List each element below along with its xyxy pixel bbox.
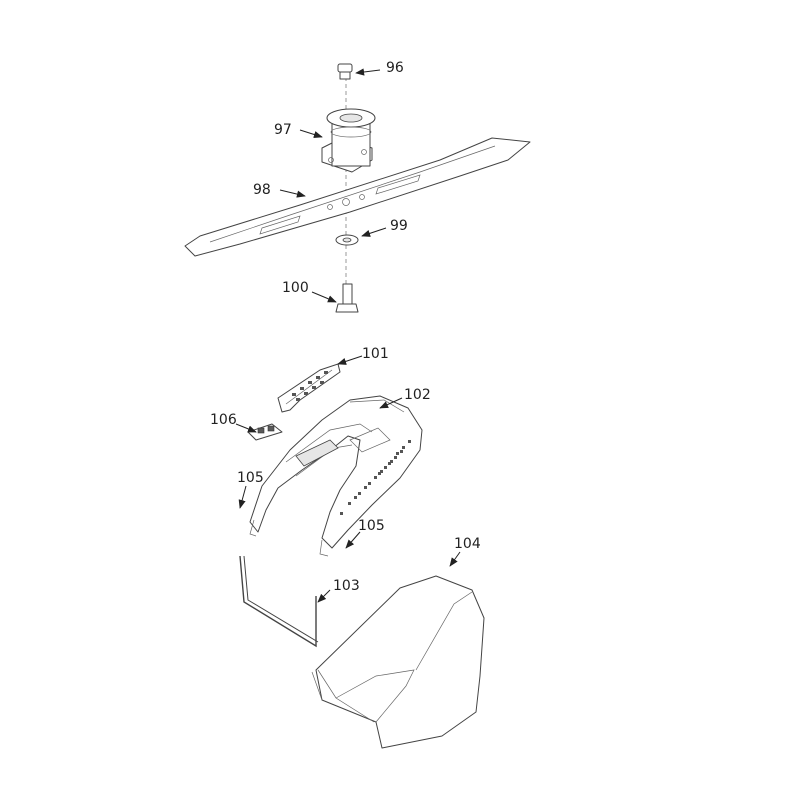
part-104-grass-bag: [311, 575, 485, 749]
leader-102: [379, 397, 403, 409]
part-98-blade: [184, 137, 531, 257]
part-103-wire-frame: [239, 555, 319, 648]
part-99-washer: [335, 234, 359, 246]
callout-97: 97: [274, 122, 292, 138]
part-100-bolt: [335, 283, 359, 313]
callout-104: 104: [454, 536, 481, 552]
leader-106: [235, 423, 257, 433]
leader-100: [311, 291, 337, 303]
callout-103: 103: [333, 578, 360, 594]
part-96-screw: [337, 63, 353, 80]
part-101-handle-grip: [277, 363, 341, 413]
leader-105-left: [238, 485, 247, 509]
leader-103: [317, 589, 331, 603]
callout-102: 102: [404, 387, 431, 403]
callout-106: 106: [210, 412, 237, 428]
part-102-rear-housing: [249, 395, 423, 557]
callout-99: 99: [390, 218, 408, 234]
leader-104: [449, 551, 461, 567]
callout-96: 96: [386, 60, 404, 76]
leader-98: [279, 189, 306, 198]
part-106-label-plate: [247, 423, 283, 441]
leader-97: [299, 129, 323, 138]
part-97-blade-adapter: [321, 108, 376, 173]
callout-101: 101: [362, 346, 389, 362]
callout-105-right: 105: [358, 518, 385, 534]
callout-98: 98: [253, 182, 271, 198]
leader-105-right: [345, 531, 361, 549]
leader-96: [355, 68, 381, 76]
callout-105-left: 105: [237, 470, 264, 486]
leader-101: [337, 355, 363, 365]
callout-100: 100: [282, 280, 309, 296]
leader-99: [361, 227, 387, 237]
